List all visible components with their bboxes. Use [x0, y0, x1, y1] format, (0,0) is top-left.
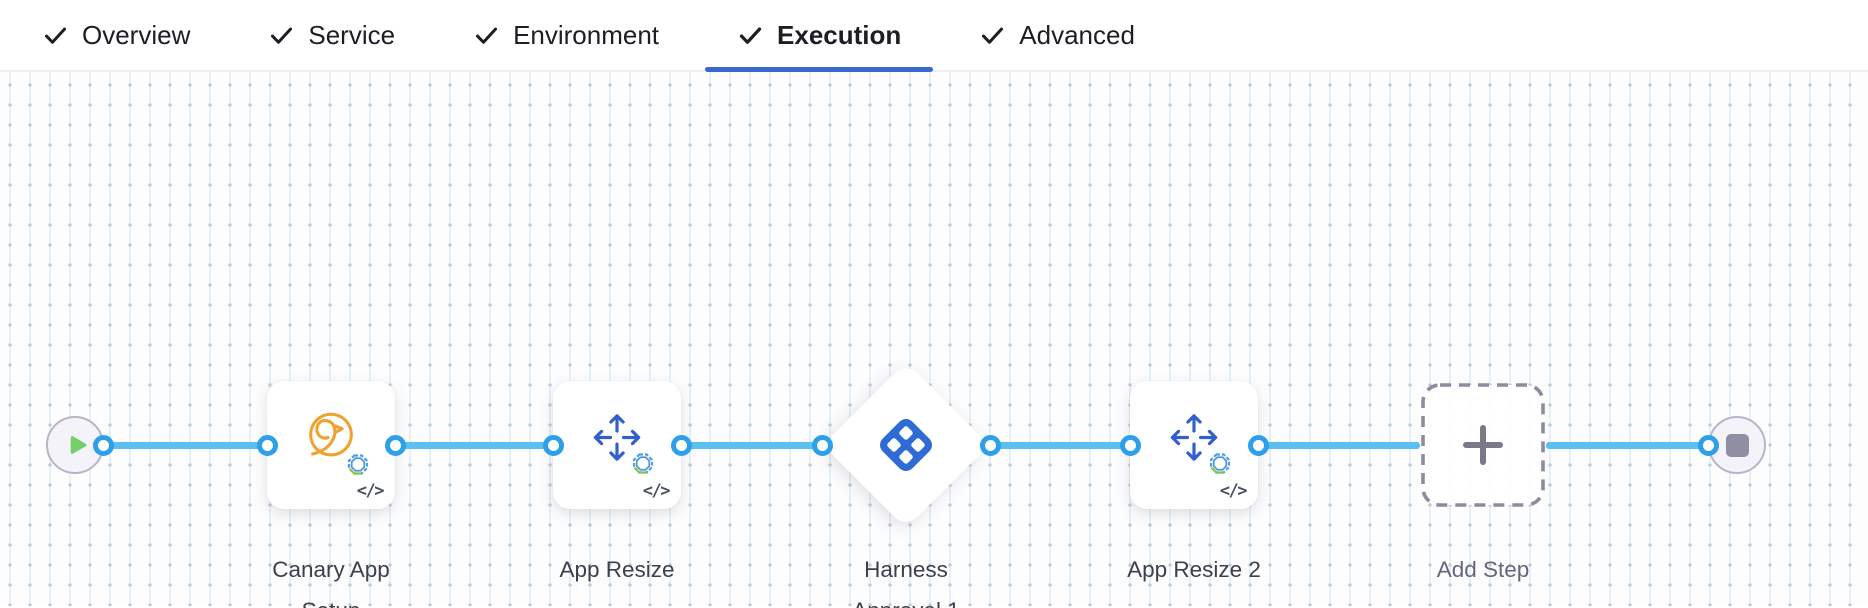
check-icon	[44, 27, 67, 44]
edge	[1258, 442, 1420, 449]
tab-execution[interactable]: Execution	[704, 0, 934, 72]
gear-badge-icon	[632, 453, 654, 474]
edge	[103, 442, 267, 449]
tab-label: Service	[308, 19, 396, 50]
gear-badge-icon	[347, 454, 369, 475]
code-icon[interactable]: </>	[1219, 481, 1248, 501]
tab-advanced[interactable]: Advanced	[979, 0, 1135, 70]
code-icon[interactable]: </>	[642, 481, 671, 501]
step-card-app-resize-2[interactable]: </>	[1130, 381, 1258, 509]
step-label: Canary App Setup	[272, 557, 390, 608]
harness-logo-icon[interactable]	[875, 414, 937, 476]
stop-icon	[1725, 433, 1749, 457]
pipeline-canvas[interactable]: </> </>	[0, 72, 1868, 608]
step-label: App Resize 2	[1127, 557, 1261, 582]
connector-dot[interactable]	[1120, 435, 1141, 456]
tanzu-bird-icon	[309, 412, 353, 457]
gear-badge-icon	[1209, 453, 1231, 474]
tab-label: Advanced	[1019, 19, 1135, 50]
tab-label: Overview	[82, 19, 191, 50]
step-card-canary-app-setup[interactable]: </>	[267, 381, 395, 509]
check-icon	[271, 27, 293, 44]
edge	[990, 442, 1130, 449]
connector-dot[interactable]	[1698, 435, 1719, 456]
tab-overview[interactable]: Overview	[42, 0, 190, 70]
connector-dot[interactable]	[1248, 435, 1269, 456]
tab-service[interactable]: Service	[268, 0, 395, 70]
play-icon	[70, 436, 87, 454]
connector-dot[interactable]	[385, 435, 406, 456]
resize-arrows-icon	[1170, 414, 1218, 461]
add-step-label[interactable]: Add Step	[1436, 557, 1530, 582]
tab-environment[interactable]: Environment	[473, 0, 659, 70]
tab-label: Execution	[777, 19, 902, 50]
connector-dot[interactable]	[257, 435, 278, 456]
step-card-app-resize[interactable]: </>	[553, 381, 681, 509]
plus-icon	[1463, 425, 1503, 465]
connector-dot[interactable]	[812, 435, 833, 456]
edge	[681, 442, 822, 449]
resize-arrows-icon	[593, 414, 641, 461]
connector-dot[interactable]	[543, 435, 564, 456]
check-icon	[476, 27, 498, 44]
edge	[395, 442, 553, 449]
add-step-button[interactable]	[1420, 382, 1546, 508]
step-label: App Resize	[559, 557, 675, 582]
connector-dot[interactable]	[980, 435, 1001, 456]
step-label: Harness Approval 1	[852, 557, 960, 608]
check-icon	[739, 26, 762, 44]
connector-dot[interactable]	[93, 435, 114, 456]
code-icon[interactable]: </>	[356, 481, 385, 501]
check-icon	[982, 27, 1004, 44]
stage-config-tabs: Overview Service Environment Execution A…	[0, 0, 1868, 72]
tab-label: Environment	[513, 19, 660, 50]
edge	[1546, 442, 1708, 449]
connector-dot[interactable]	[671, 435, 692, 456]
